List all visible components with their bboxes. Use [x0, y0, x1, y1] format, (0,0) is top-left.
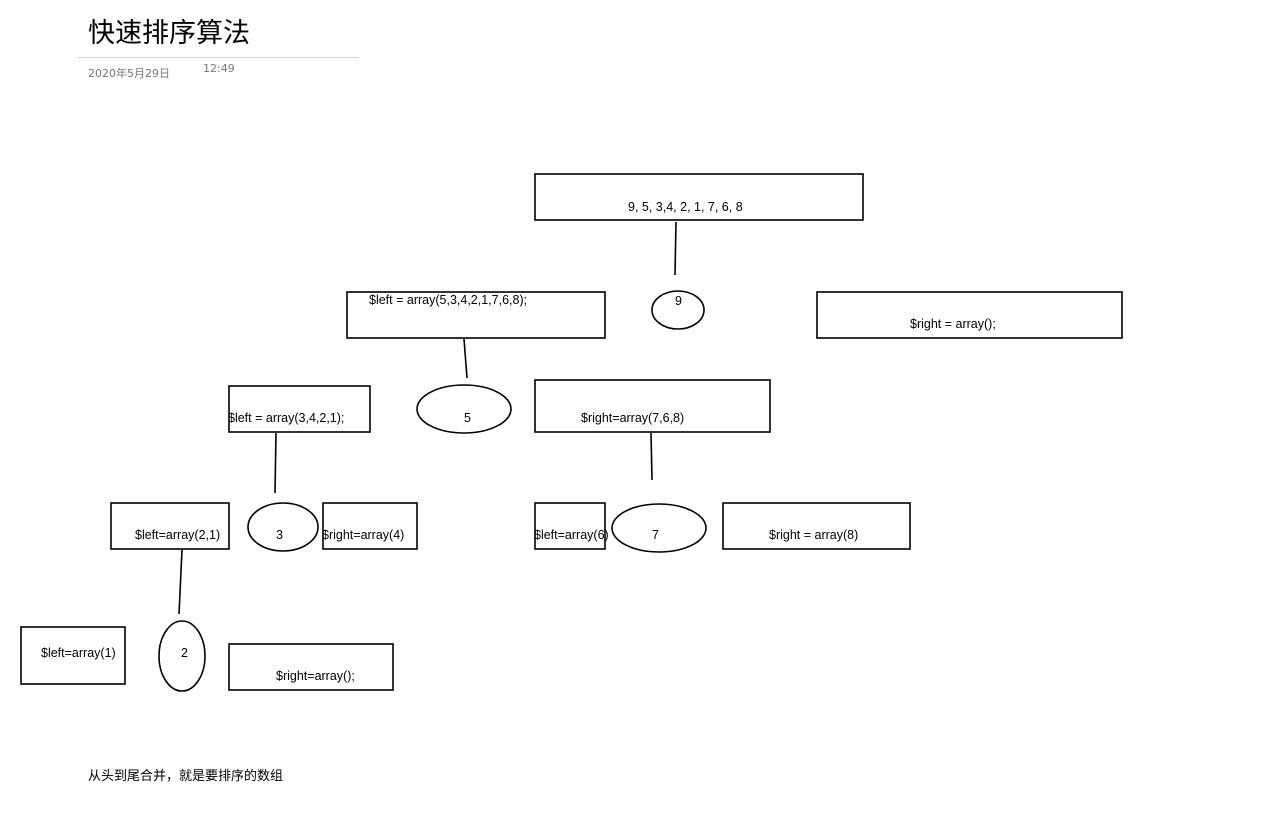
node-level2-left-label: $left = array(3,4,2,1); [228, 411, 344, 425]
connector-left3-to-pivot-2 [178, 549, 183, 615]
node-level3b-pivot: 7 [611, 503, 707, 553]
connector-left2-to-pivot-3 [274, 432, 277, 494]
connector-right2-to-pivot-7 [650, 432, 653, 481]
node-level3b-left: $left=array(6) [534, 502, 609, 550]
node-level2-right-box [534, 379, 771, 433]
node-level3b-left-box [534, 502, 606, 550]
node-level2-pivot: 5 [416, 384, 512, 434]
connector-left1-to-pivot-5 [463, 338, 468, 379]
node-level4-right-label: $right=array(); [276, 669, 355, 683]
node-root-box [534, 173, 864, 221]
node-level3a-pivot: 3 [247, 502, 319, 552]
node-level4-right-box [228, 643, 394, 691]
node-level3b-pivot-shape [611, 503, 707, 553]
node-level3a-right-box [322, 502, 418, 550]
node-level4-pivot-label: 2 [181, 646, 188, 660]
node-level3a-right-label: $right=array(4) [322, 528, 404, 542]
node-level3b-left-label: $left=array(6) [534, 528, 609, 542]
node-level3b-right: $right = array(8) [722, 502, 911, 550]
node-level2-right: $right=array(7,6,8) [534, 379, 771, 433]
page-title: 快速排序算法 [88, 18, 250, 49]
node-level3a-left: $left=array(2,1) [110, 502, 230, 550]
node-root: 9, 5, 3,4, 2, 1, 7, 6, 8 [534, 173, 864, 221]
connector-root-to-pivot-9 [674, 221, 677, 276]
page-date: 2020年5月29日 [88, 67, 170, 80]
footer-note: 从头到尾合并，就是要排序的数组 [88, 769, 284, 784]
node-level1-right: $right = array(); [816, 291, 1123, 339]
node-level1-right-box [816, 291, 1123, 339]
node-level1-left: $left = array(5,3,4,2,1,7,6,8); [346, 291, 606, 339]
node-level3a-left-label: $left=array(2,1) [135, 528, 220, 542]
node-level2-right-label: $right=array(7,6,8) [581, 411, 684, 425]
node-level2-left: $left = array(3,4,2,1); [228, 385, 371, 433]
node-level3a-left-box [110, 502, 230, 550]
title-divider [78, 57, 359, 58]
node-level1-left-box [346, 291, 606, 339]
node-level3a-right: $right=array(4) [322, 502, 418, 550]
page-time: 12:49 [203, 62, 235, 75]
node-level1-pivot: 9 [651, 290, 705, 330]
node-root-label: 9, 5, 3,4, 2, 1, 7, 6, 8 [628, 200, 743, 214]
node-level3a-pivot-label: 3 [276, 528, 283, 542]
node-level2-pivot-shape [416, 384, 512, 434]
node-level3a-pivot-shape [247, 502, 319, 552]
node-level3b-right-label: $right = array(8) [769, 528, 858, 542]
node-level1-right-label: $right = array(); [910, 317, 996, 331]
node-level4-left: $left=array(1) [20, 626, 126, 685]
node-level4-pivot-shape [158, 620, 206, 692]
node-level3b-pivot-label: 7 [652, 528, 659, 542]
node-level4-left-label: $left=array(1) [41, 646, 116, 660]
node-level1-left-label: $left = array(5,3,4,2,1,7,6,8); [369, 293, 527, 307]
node-level1-pivot-label: 9 [675, 294, 682, 308]
node-level2-pivot-label: 5 [464, 411, 471, 425]
node-level1-pivot-shape [651, 290, 705, 330]
node-level4-right: $right=array(); [228, 643, 394, 691]
node-level4-left-box [20, 626, 126, 685]
node-level2-left-box [228, 385, 371, 433]
node-level4-pivot: 2 [158, 620, 206, 692]
node-level3b-right-box [722, 502, 911, 550]
